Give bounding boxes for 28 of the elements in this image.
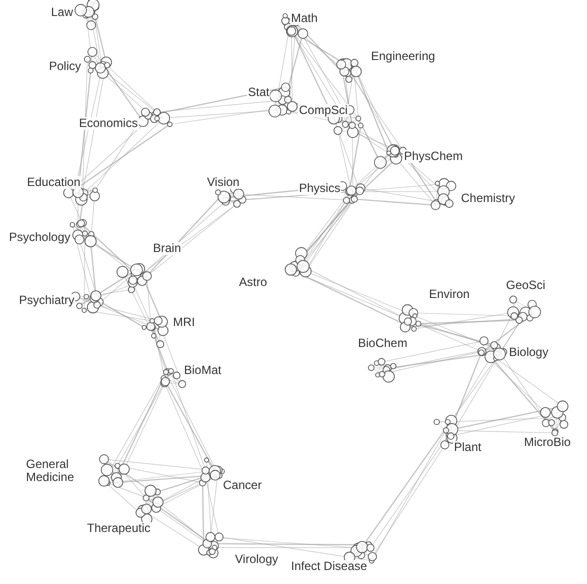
field-label: BioChem [357,337,408,350]
field-label: Law [50,6,74,19]
field-label: Psychology [8,231,72,244]
field-label: MRI [172,316,196,329]
field-label: GeoSci [505,279,546,292]
field-label: Economics [78,117,139,130]
field-label: Environ [428,288,471,301]
field-label: Virology [234,553,280,566]
field-label: Vision [206,176,240,189]
field-label: Biology [508,346,550,359]
field-label: Math [290,12,319,25]
field-label: Astro [238,276,268,289]
field-label: Policy [48,60,82,73]
field-label: Physics [298,182,342,195]
field-label: Infect Disease [290,560,368,573]
field-label: Education [26,176,82,189]
field-label: Stat [247,86,270,99]
field-label: Therapeutic [86,522,152,535]
field-label: Cancer [222,479,263,492]
field-label: MicroBio [523,436,572,449]
field-label: BioMat [183,364,222,377]
field-label: Psychiatry [18,294,76,307]
field-label: Chemistry [460,192,516,205]
field-label: CompSci [298,104,349,117]
field-label: Brain [152,242,182,255]
field-label: Plant [453,441,482,454]
field-label: PhysChem [403,150,464,163]
field-label: Engineering [370,50,436,63]
